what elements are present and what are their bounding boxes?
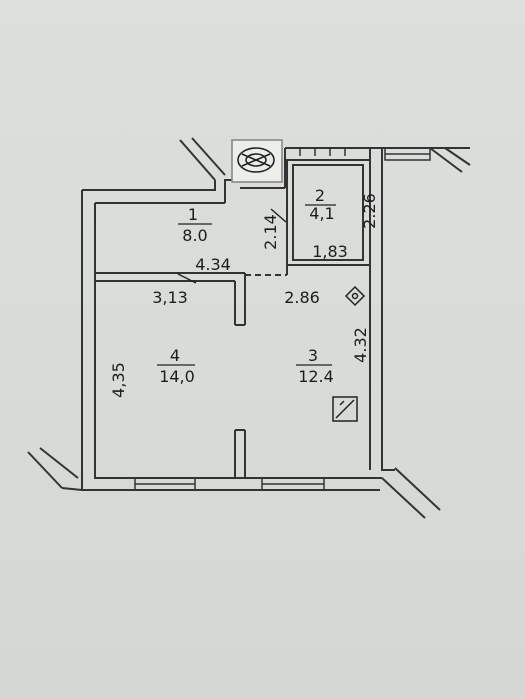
windows: [134, 147, 431, 491]
dim-room2-height: 2.26: [360, 193, 379, 229]
dimension-ticks: [177, 208, 287, 284]
dim-room1-width: 4.34: [195, 255, 231, 274]
wall-break-lines: [27, 137, 471, 519]
room-1-area: 8.0: [182, 226, 207, 245]
room-4-number: 4: [170, 346, 180, 365]
ventilation-icon: [231, 139, 283, 183]
stove-icon: [344, 285, 366, 307]
sink-icon: [332, 396, 358, 422]
interior-walls: [95, 148, 371, 478]
room-1-number: 1: [188, 205, 198, 224]
dim-room2-width: 1,83: [312, 242, 348, 261]
dim-room4-width: 3,13: [152, 288, 188, 307]
room-2-number: 2: [315, 186, 325, 205]
room-4-area: 14,0: [159, 367, 195, 386]
outer-walls: [81, 147, 470, 491]
dim-room3-height: 4.32: [351, 327, 370, 363]
room-3-number: 3: [308, 346, 318, 365]
room-3-area: 12.4: [298, 367, 334, 386]
dim-room3-width: 2.86: [284, 288, 320, 307]
room-2-area: 4,1: [309, 204, 334, 223]
dim-room1-height: 2.14: [261, 214, 280, 250]
dim-room4-height: 4,35: [109, 362, 128, 398]
